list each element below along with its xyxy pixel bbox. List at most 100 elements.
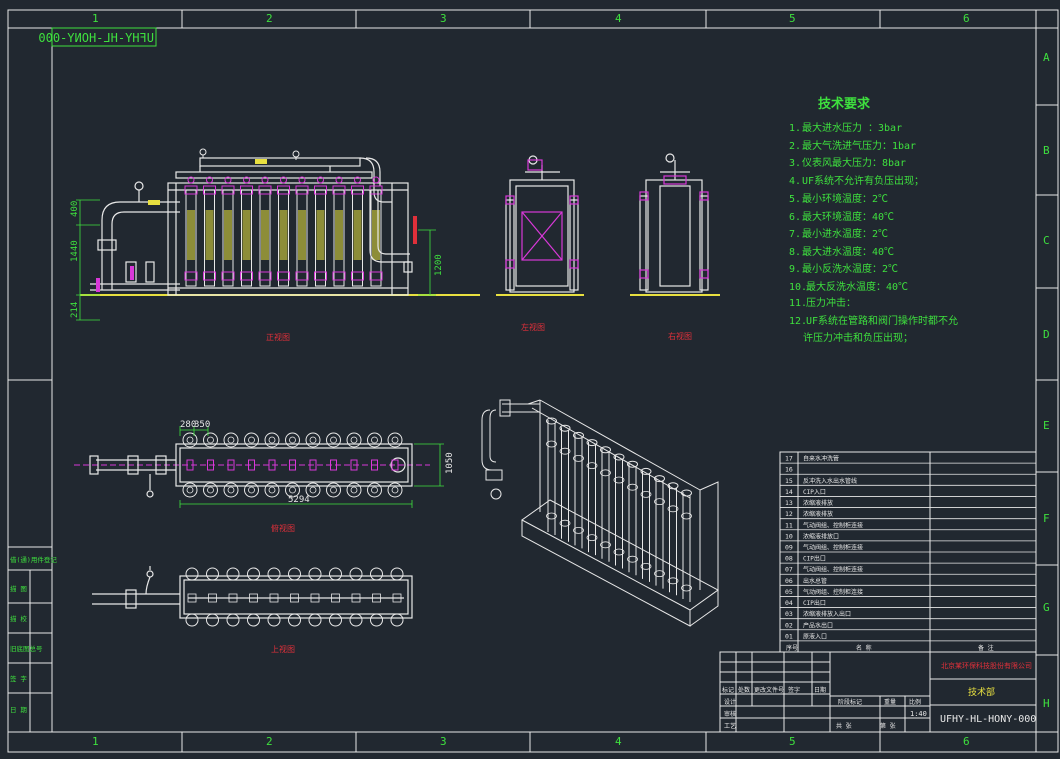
parts-header-note: 备 注 bbox=[978, 644, 994, 652]
plan-module-top bbox=[285, 432, 300, 448]
note-text: 最大环境温度：40℃ bbox=[802, 210, 894, 223]
module-cap-top bbox=[332, 185, 346, 195]
plan-module-bottom bbox=[305, 482, 321, 498]
front-view[interactable]: 400 1440 214 1200 正视图 bbox=[70, 148, 480, 342]
iso-module-ring bbox=[600, 469, 611, 477]
iso-module-cap bbox=[559, 424, 571, 432]
plan-module-top bbox=[264, 432, 280, 448]
parts-row-no: 03 bbox=[785, 610, 793, 618]
plan-module-bottom bbox=[203, 482, 218, 498]
parts-row-name: CIP出口 bbox=[803, 599, 826, 607]
module-top-port bbox=[206, 176, 213, 184]
left-view[interactable]: 左视图 bbox=[496, 155, 584, 332]
module-cap-top bbox=[203, 185, 216, 195]
notes-list: 1.最大进水压力 ：3bar2.最大气洗进气压力：1bar3.仪表风最大压力：8… bbox=[789, 121, 958, 344]
technical-notes: 技术要求 1.最大进水压力 ：3bar2.最大气洗进气压力：1bar3.仪表风最… bbox=[789, 96, 958, 344]
tb-sheet-label: 第 张 bbox=[880, 722, 896, 730]
note-number: 4. bbox=[789, 176, 801, 187]
plan-module-bottom-inner bbox=[330, 486, 337, 494]
plan-module-top-inner bbox=[186, 436, 194, 444]
left-block-label: 签 字 bbox=[10, 674, 27, 683]
plan-module-fitting bbox=[391, 459, 399, 471]
module-cap-bottom bbox=[221, 271, 235, 281]
iso-module-cap bbox=[573, 431, 584, 439]
iso-module-cap bbox=[681, 489, 692, 497]
top-module-top bbox=[308, 567, 322, 581]
top-module-top bbox=[349, 567, 363, 581]
plan-module-fitting bbox=[186, 459, 194, 471]
plan-module-top-inner bbox=[227, 436, 235, 444]
dim-280-label: 280 bbox=[180, 420, 196, 430]
parts-header-name: 名 称 bbox=[856, 644, 872, 652]
right-view-caption: 右视图 bbox=[668, 331, 692, 341]
plan-module-fitting bbox=[350, 459, 358, 471]
dim-214-label: 214 bbox=[70, 302, 80, 318]
parts-row-no: 07 bbox=[785, 566, 793, 574]
plan-module-bottom-inner bbox=[186, 486, 194, 494]
grid-col-label-bottom: 2 bbox=[266, 735, 273, 748]
note-number: 10. bbox=[789, 282, 807, 293]
plan-module-bottom bbox=[182, 482, 198, 498]
top-module-fitting bbox=[331, 593, 340, 603]
iso-module-ring bbox=[573, 527, 584, 534]
iso-module-ring bbox=[681, 512, 692, 520]
iso-module-ring bbox=[546, 440, 557, 448]
parts-row-no: 05 bbox=[785, 588, 793, 596]
parts-row-no: 09 bbox=[785, 544, 793, 552]
note-text: 最小环境温度：2℃ bbox=[802, 192, 888, 205]
parts-row-name: 浓缩液排放 bbox=[803, 499, 833, 507]
module-cap-bottom bbox=[184, 271, 198, 281]
plan-module-top-inner bbox=[289, 436, 296, 444]
isometric-view[interactable] bbox=[481, 399, 719, 627]
plan-module-top bbox=[367, 432, 382, 448]
note-number: 5. bbox=[789, 194, 801, 205]
top-view[interactable]: 上视图 bbox=[92, 566, 413, 654]
module-cap-bottom bbox=[203, 271, 216, 281]
grid-col-label-top: 4 bbox=[615, 12, 622, 25]
top-module-fitting bbox=[310, 593, 320, 603]
parts-row-no: 14 bbox=[785, 488, 793, 496]
scale-value: 1:40 bbox=[910, 710, 927, 718]
parts-row-no: 01 bbox=[785, 632, 793, 640]
top-gauges bbox=[199, 148, 300, 160]
plan-module-bottom bbox=[326, 482, 341, 498]
grid-col-label-top: 6 bbox=[963, 12, 970, 25]
parts-row-name: 气动阀组、控制柜连接 bbox=[803, 544, 863, 552]
plan-module-fitting bbox=[207, 459, 214, 471]
note-text: 最小反洗水温度：2℃ bbox=[802, 262, 898, 275]
top-module-bottom bbox=[370, 613, 383, 627]
note-text: 最大进水温度：40℃ bbox=[802, 245, 894, 258]
plan-module-top bbox=[244, 432, 259, 448]
parts-row-name: CIP出口 bbox=[803, 555, 826, 563]
plan-module-bottom-inner bbox=[248, 486, 255, 494]
top-module-bottom bbox=[349, 613, 363, 627]
dim-1200-label: 1200 bbox=[434, 254, 444, 276]
iso-module-ring bbox=[667, 505, 679, 513]
plan-view[interactable]: 280 350 5294 1050 俯视图 bbox=[74, 420, 455, 533]
membrane-band bbox=[316, 210, 325, 260]
parts-row-name: 产品水出口 bbox=[803, 621, 833, 629]
left-block-label: 借(通)用件登记 bbox=[10, 555, 57, 564]
dim-1050-label: 1050 bbox=[445, 452, 455, 474]
iso-module-ring bbox=[559, 519, 571, 527]
iso-module-ring bbox=[613, 548, 625, 556]
tb-count-label: 处数 bbox=[738, 686, 750, 694]
plan-module-bottom-inner bbox=[309, 486, 317, 494]
top-module-fitting bbox=[249, 593, 258, 603]
plan-module-fitting bbox=[268, 459, 276, 471]
parts-header-no: 序号 bbox=[786, 644, 798, 652]
tb-sheets-label: 共 张 bbox=[836, 722, 852, 730]
membrane-band bbox=[205, 210, 214, 260]
membrane-band bbox=[242, 210, 251, 260]
plan-module-top bbox=[387, 432, 403, 448]
membrane-band bbox=[298, 210, 306, 260]
module-top-port bbox=[372, 176, 380, 184]
right-view[interactable]: 右视图 bbox=[630, 153, 720, 341]
parts-row-no: 08 bbox=[785, 555, 793, 563]
